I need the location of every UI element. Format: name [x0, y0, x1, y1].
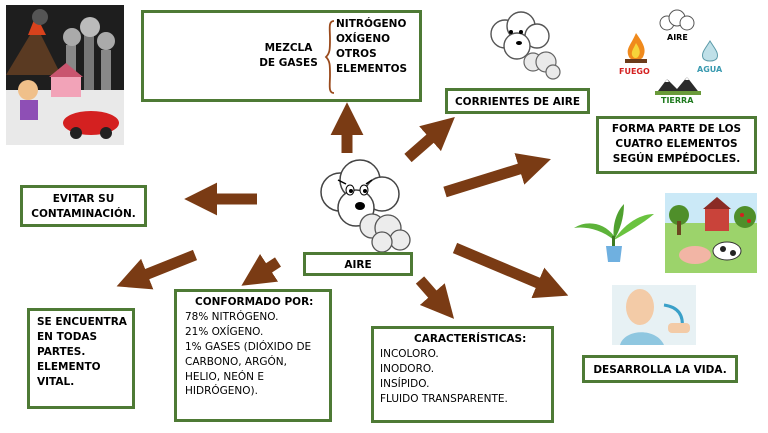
conformado-box: CONFORMADO POR: 78% NITRÓGENO. 21% OXÍGE… — [174, 289, 332, 422]
fire-label: FUEGO — [619, 67, 650, 76]
vida-box: DESARROLLA LA VIDA. — [582, 355, 738, 383]
evitar-line: EVITAR SU — [52, 193, 115, 205]
central-cloud-icon — [320, 159, 411, 253]
cloud-blowing-icon — [490, 11, 561, 80]
corrientes-box: CORRIENTES DE AIRE — [445, 88, 590, 114]
caracteristicas-box: CARACTERÍSTICAS: INCOLORO. INODORO. INSÍ… — [371, 326, 554, 423]
caracteristicas-line: FLUIDO TRANSPARENTE. — [380, 392, 508, 405]
caracteristicas-line: INODORO. — [380, 362, 435, 375]
cloud-icon — [659, 9, 695, 31]
aire-center-label: AIRE — [344, 259, 372, 271]
encuentra-line: PARTES. — [37, 345, 86, 358]
arrow-to-corrientes — [404, 116, 455, 163]
encuentra-box: SE ENCUENTRA EN TODAS PARTES. ELEMENTO V… — [27, 308, 135, 409]
arrow-to-vida — [452, 242, 569, 299]
mezcla-item: ELEMENTOS — [336, 62, 408, 75]
arrow-to-caracteristicas — [415, 276, 455, 319]
caracteristicas-title: CARACTERÍSTICAS: — [414, 333, 527, 345]
encuentra-line: EN TODAS — [37, 330, 98, 343]
elementos-line: CUATRO ELEMENTOS — [615, 137, 738, 150]
four-elements-image: AIRE FUEGO AGUA TIERRA — [615, 5, 725, 105]
mezcla-label-line: DE GASES — [259, 56, 318, 69]
arrow-to-encuentra — [116, 249, 198, 290]
vida-label: DESARROLLA LA VIDA. — [593, 364, 727, 376]
aire-center-box: AIRE — [303, 252, 413, 276]
mezcla-item: OXÍGENO — [336, 32, 391, 45]
water-label: AGUA — [697, 65, 723, 74]
earth-icon — [655, 77, 701, 95]
arrow-to-conformado — [241, 253, 281, 286]
encuentra-line: VITAL. — [37, 375, 75, 388]
mezcla-item: NITRÓGENO — [336, 18, 407, 30]
farm-scene-image — [665, 193, 757, 273]
pollution-scene-image — [6, 5, 124, 145]
conformado-line: CARBONO, ARGÓN, — [185, 355, 287, 368]
arrow-to-elementos — [443, 153, 551, 198]
fire-icon — [625, 33, 647, 63]
elementos-line: SEGÚN EMPÉDOCLES. — [612, 152, 741, 165]
encuentra-line: SE ENCUENTRA — [37, 316, 127, 328]
person-breathing-image — [612, 285, 696, 345]
mezcla-items: NITRÓGENO OXÍGENO OTROS ELEMENTOS — [336, 17, 407, 77]
conformado-line: 1% GASES (DIÓXIDO DE — [185, 340, 312, 353]
corrientes-label: CORRIENTES DE AIRE — [454, 96, 581, 108]
mezcla-label: MEZCLA DE GASES — [251, 41, 326, 71]
evitar-line: CONTAMINACIÓN. — [31, 207, 136, 220]
elementos-line: FORMA PARTE DE LOS — [611, 123, 742, 135]
evitar-box: EVITAR SU CONTAMINACIÓN. — [20, 185, 147, 227]
conformado-line: 21% OXÍGENO. — [185, 325, 264, 338]
conformado-line: HELIO, NEÓN E — [185, 370, 264, 383]
mezcla-item: OTROS — [336, 47, 377, 60]
mezcla-label-line: MEZCLA — [264, 42, 313, 54]
caracteristicas-line: INCOLORO. — [380, 347, 439, 360]
encuentra-line: ELEMENTO — [37, 360, 101, 373]
earth-label: TIERRA — [661, 96, 694, 105]
water-icon — [702, 40, 718, 62]
conformado-line: 78% NITRÓGENO. — [185, 310, 279, 323]
mezcla-box: MEZCLA DE GASES NITRÓGENO OXÍGENO OTROS … — [141, 10, 422, 102]
conformado-line: HIDRÓGENO). — [185, 385, 258, 398]
elementos-box: FORMA PARTE DE LOS CUATRO ELEMENTOS SEGÚ… — [596, 116, 757, 174]
plant-image — [574, 204, 654, 262]
air-label: AIRE — [667, 33, 688, 42]
conformado-title: CONFORMADO POR: — [195, 296, 314, 308]
brace-icon — [324, 20, 335, 94]
caracteristicas-line: INSÍPIDO. — [380, 377, 430, 390]
